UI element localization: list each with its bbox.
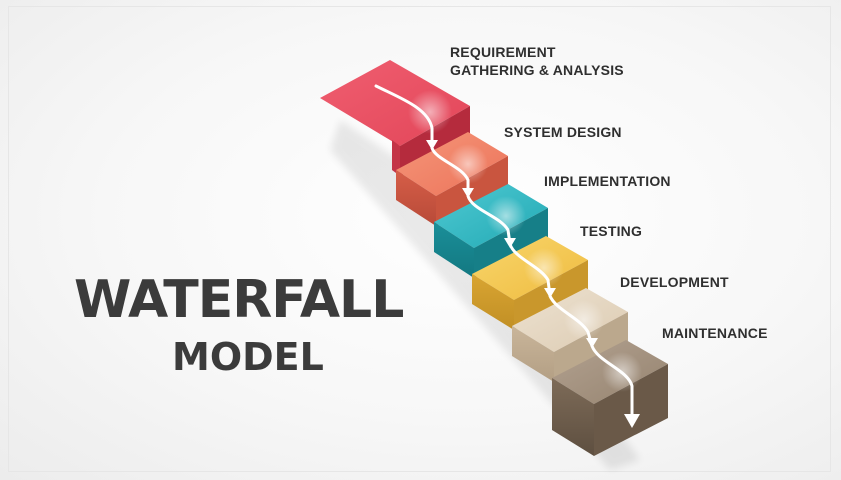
frame-border — [8, 6, 831, 472]
flow-arrow — [374, 84, 640, 428]
step-label-implementation: IMPLEMENTATION — [544, 173, 671, 189]
step-label-maintenance: MAINTENANCE — [662, 325, 768, 341]
diagram-subtitle: MODEL — [172, 335, 324, 379]
step-label-system-design: SYSTEM DESIGN — [504, 124, 622, 140]
diagram-title: WATERFALL — [74, 270, 404, 330]
step-label-development: DEVELOPMENT — [620, 274, 729, 290]
step-label-testing: TESTING — [580, 223, 643, 239]
step-label-line2: GATHERING & ANALYSIS — [450, 62, 624, 78]
step-label-requirement: REQUIREMENT GATHERING & ANALYSIS — [450, 43, 624, 79]
step-label-line1: REQUIREMENT — [450, 44, 556, 60]
